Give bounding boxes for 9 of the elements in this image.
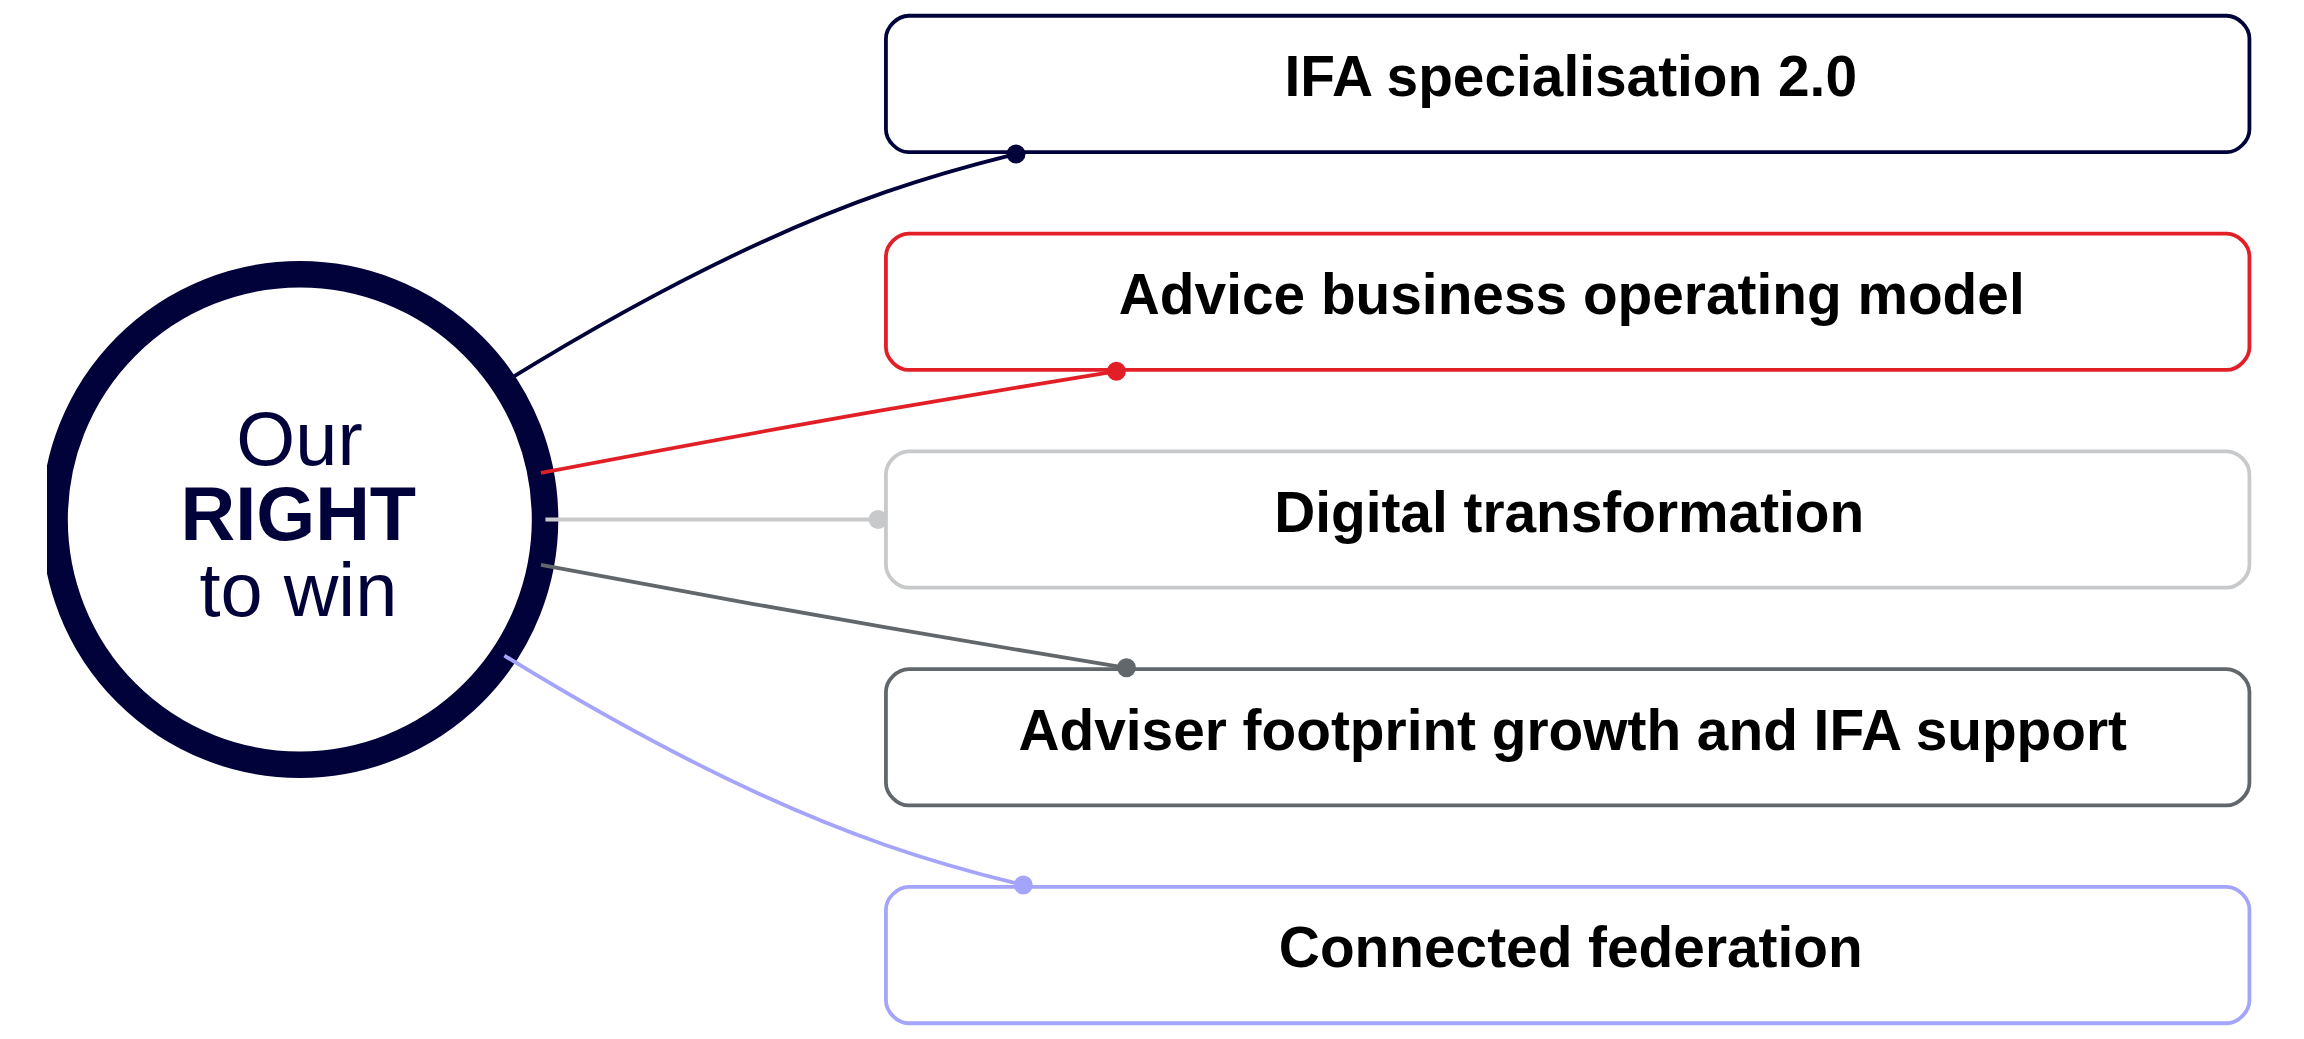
connector — [540, 361, 1126, 475]
connector — [540, 563, 1136, 678]
node-box: Connected federation — [884, 885, 2252, 1026]
node-box: Advice business operating model — [884, 231, 2252, 372]
node-box: IFA specialisation 2.0 — [884, 13, 2252, 154]
node-circle: Our RIGHT to win — [47, 261, 559, 778]
node-box: Digital transformation — [884, 449, 2252, 590]
connector — [503, 653, 1033, 895]
node-box: Adviser footprint growth and IFA support — [884, 667, 2252, 808]
